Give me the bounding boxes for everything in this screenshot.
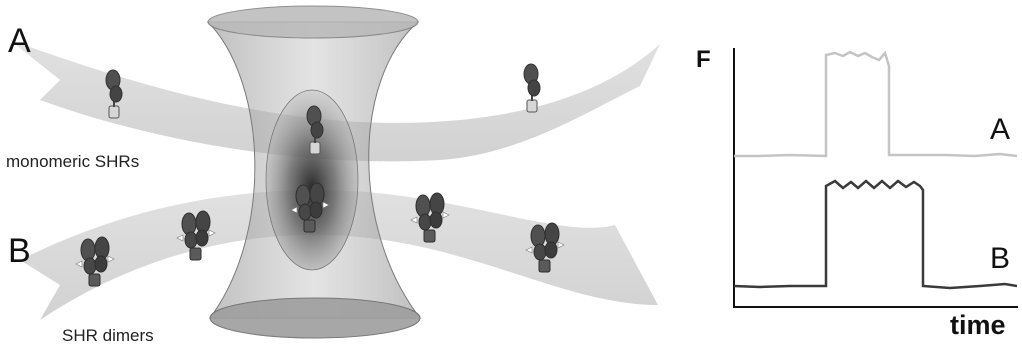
x-axis-label: time bbox=[950, 310, 1006, 341]
monomer-molecule bbox=[524, 64, 540, 112]
focal-volume bbox=[208, 6, 420, 338]
trace-a-label: A bbox=[990, 113, 1010, 147]
y-axis-label: F bbox=[696, 46, 711, 74]
dimer-caption: SHR dimers bbox=[62, 326, 154, 346]
stream-a-label: A bbox=[8, 22, 31, 61]
stream-b-label: B bbox=[8, 232, 31, 271]
monomer-caption: monomeric SHRs bbox=[6, 152, 139, 172]
trace-b-label: B bbox=[990, 242, 1010, 276]
trace-a bbox=[734, 52, 1017, 156]
trace-plot-axes bbox=[733, 48, 1018, 307]
trace-b bbox=[734, 181, 1017, 288]
